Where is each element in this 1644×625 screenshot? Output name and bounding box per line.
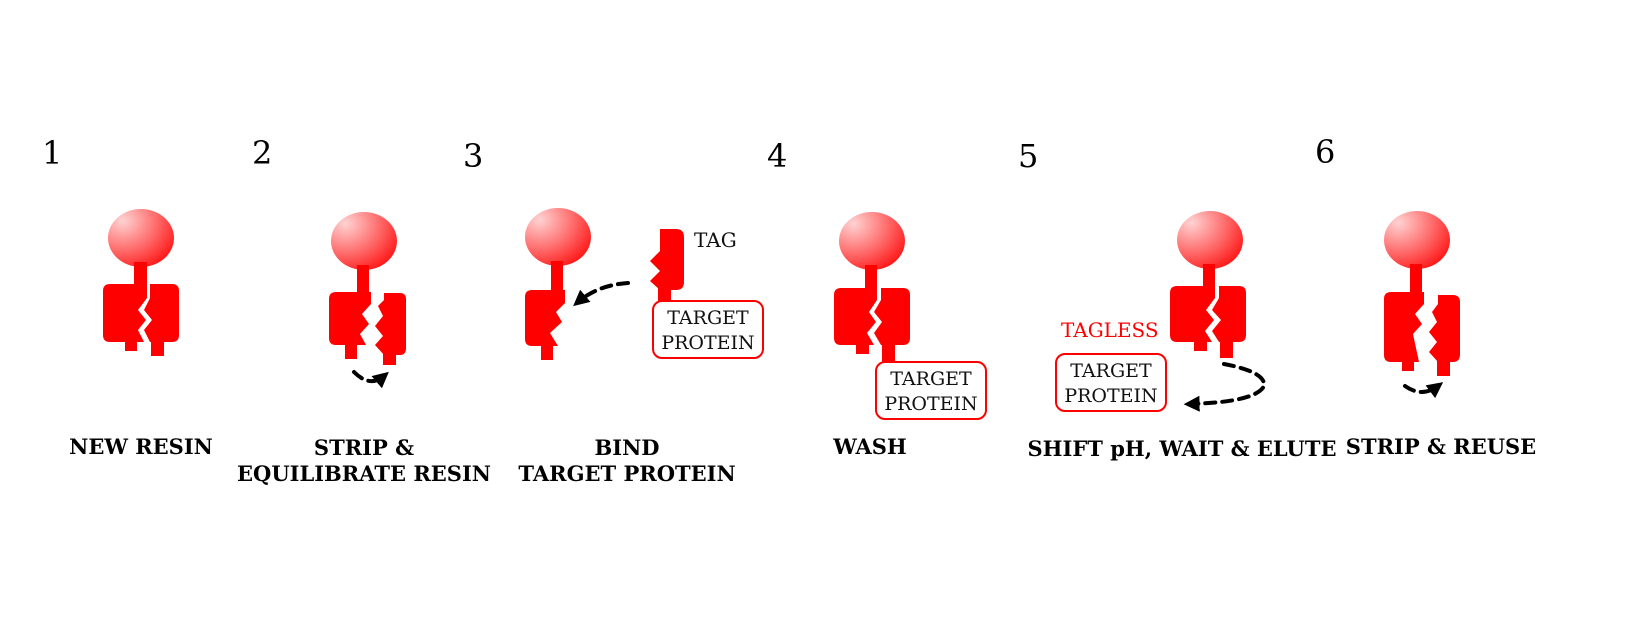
curved-dashed-arrow-icon	[352, 370, 389, 389]
tag-fragment-icon	[650, 229, 684, 301]
step-6-resin	[1384, 211, 1460, 399]
curved-dashed-arrow-icon	[1183, 362, 1267, 412]
target-protein-box: TARGET PROTEIN	[652, 300, 764, 359]
step-2-resin	[329, 212, 406, 389]
caption-step-3-line-2: TARGET PROTEIN	[518, 461, 735, 486]
caption-step-5: SHIFT pH, WAIT & ELUTE	[1028, 436, 1337, 461]
step-number-3: 3	[463, 137, 483, 175]
bead-icon	[525, 208, 591, 266]
step-number-1: 1	[42, 134, 62, 172]
curved-dashed-arrow-icon	[1403, 382, 1444, 399]
target-protein-line-2: PROTEIN	[1064, 385, 1157, 407]
target-protein-line-1: TARGET	[667, 307, 749, 329]
target-protein-line-2: PROTEIN	[884, 393, 977, 415]
target-protein-box: TARGET PROTEIN	[1055, 353, 1167, 412]
caption-step-4: WASH	[832, 434, 907, 459]
ligand-icon	[1384, 264, 1424, 371]
caption-step-2-line-1: STRIP &	[314, 435, 414, 460]
caption-step-1: NEW RESIN	[69, 434, 213, 459]
bead-icon	[331, 212, 397, 270]
step-number-2: 2	[252, 134, 272, 172]
target-protein-line-1: TARGET	[890, 368, 972, 390]
tag-fragment-icon	[375, 293, 406, 365]
ligand-icon	[329, 265, 371, 359]
step-1-resin	[103, 209, 179, 356]
caption-step-3-line-1: BIND	[595, 435, 660, 460]
caption-step-2-line-2: EQUILIBRATE RESIN	[237, 461, 491, 486]
step-3-resin: TAG TARGET PROTEIN	[525, 208, 764, 360]
step-4-resin: TARGET PROTEIN	[834, 212, 987, 420]
target-protein-line-1: TARGET	[1070, 360, 1152, 382]
bead-icon	[839, 212, 905, 270]
step-number-6: 6	[1315, 133, 1335, 171]
tag-label: TAG	[694, 228, 737, 252]
curved-dashed-arrow-icon	[573, 281, 630, 307]
tag-fragment-icon	[1429, 295, 1460, 376]
ligand-icon	[1170, 264, 1246, 358]
target-protein-line-2: PROTEIN	[661, 332, 754, 354]
caption-step-6: STRIP & REUSE	[1346, 434, 1536, 459]
step-number-5: 5	[1018, 137, 1038, 175]
ligand-icon	[103, 262, 179, 356]
step-5-resin: TAGLESS TARGET PROTEIN	[1055, 211, 1267, 412]
bead-icon	[108, 209, 174, 267]
target-protein-box: TARGET PROTEIN	[875, 361, 987, 420]
bead-icon	[1177, 211, 1243, 269]
tagless-label: TAGLESS	[1061, 318, 1159, 342]
ligand-icon	[834, 265, 910, 363]
step-number-4: 4	[767, 137, 787, 175]
bead-icon	[1384, 211, 1450, 269]
ligand-icon	[525, 261, 565, 360]
